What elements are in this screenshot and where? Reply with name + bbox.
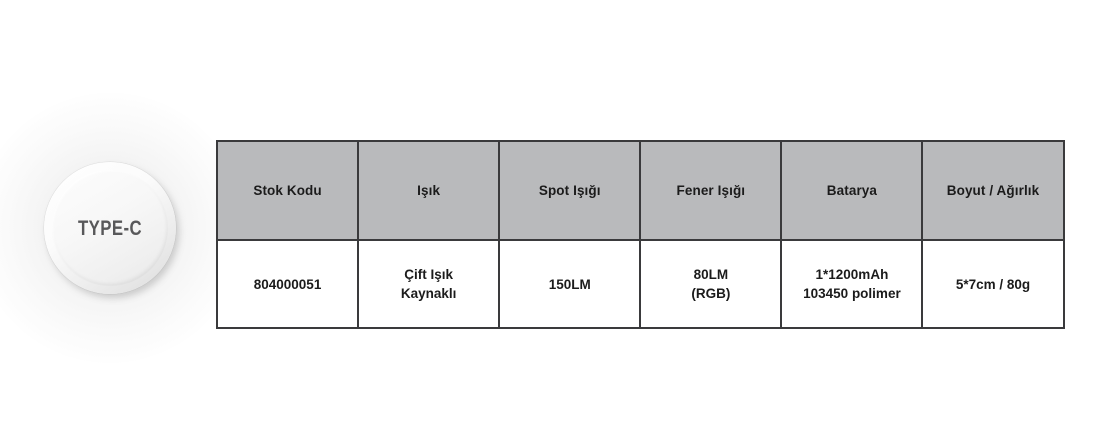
column-header-isik: Işık: [357, 140, 501, 241]
column-header-stok-kodu: Stok Kodu: [215, 140, 360, 241]
cell-spot-isigi: 150LM: [498, 239, 642, 329]
badge-face: TYPE-C: [52, 170, 168, 286]
cell-line: Çift Işık: [404, 267, 454, 282]
column-header-boyut-agirlik: Boyut / Ağırlık: [921, 140, 1065, 241]
table-row: 804000051 Çift Işık Kaynaklı 150LM 80LM …: [215, 239, 1065, 329]
cell-line: 1*1200mAh: [815, 267, 889, 282]
cell-line: Kaynaklı: [400, 286, 457, 301]
table-header-row: Stok Kodu Işık Spot Işığı Fener Işığı Ba…: [215, 140, 1065, 241]
badge-label: TYPE-C: [77, 216, 142, 240]
cell-stok-kodu: 804000051: [215, 239, 360, 329]
badge-outer-ring: TYPE-C: [44, 162, 176, 294]
cell-boyut-agirlik: 5*7cm / 80g: [921, 239, 1065, 329]
cell-batarya: 1*1200mAh 103450 polimer: [780, 239, 924, 329]
cell-isik: Çift Işık Kaynaklı: [357, 239, 501, 329]
cell-line: 5*7cm / 80g: [955, 276, 1031, 292]
cell-line: 103450 polimer: [803, 286, 901, 301]
column-header-fener-isigi: Fener Işığı: [639, 140, 783, 241]
cell-fener-isigi: 80LM (RGB): [639, 239, 783, 329]
column-header-spot-isigi: Spot Işığı: [498, 140, 642, 241]
specification-table: Stok Kodu Işık Spot Işığı Fener Işığı Ba…: [215, 140, 1065, 329]
cell-line: (RGB): [691, 286, 731, 301]
type-c-badge: TYPE-C: [0, 0, 245, 433]
cell-line: 804000051: [253, 276, 322, 292]
column-header-batarya: Batarya: [780, 140, 924, 241]
cell-line: 80LM: [693, 267, 729, 282]
cell-line: 150LM: [548, 276, 591, 292]
